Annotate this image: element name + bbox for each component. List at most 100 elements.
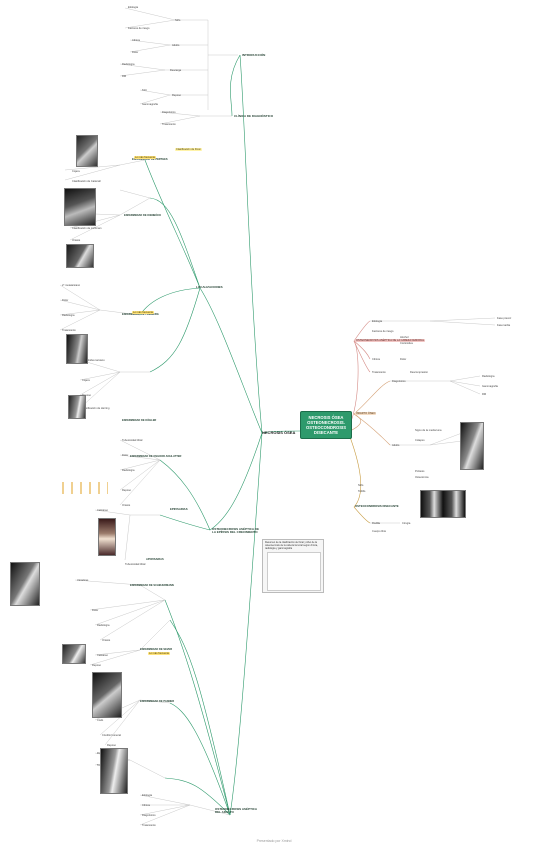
label-clinica-r[interactable]: Clínica (372, 358, 380, 361)
label-fase-tardia[interactable]: Fase tardía (497, 324, 511, 327)
label-factores[interactable]: Factores de riesgo (372, 330, 394, 333)
label-rm-l[interactable]: RM (122, 75, 127, 78)
label-gammagrafia-l[interactable]: Gammagrafía (142, 103, 158, 106)
label-cuerpo-libre[interactable]: Cuerpo libre (372, 530, 387, 533)
section-osgood[interactable]: ENFERMEDAD DE OSGOOD-SCHLATTER (130, 455, 182, 458)
section-clinica[interactable]: CLÍNICA DE DIAGNÓSTICO (234, 114, 274, 118)
label-rm[interactable]: RM (482, 393, 487, 396)
label-etiologia[interactable]: Etiología (372, 320, 383, 323)
label-apofisarias-leaf[interactable]: Tuberosidad tibial (125, 563, 146, 566)
xray-femoral (460, 422, 484, 470)
label-etiologia-l[interactable]: Etiología (128, 6, 139, 9)
section-osteonecrosis-adulto[interactable]: OSTEONECROSIS ASÉPTICA DEL ADULTO (215, 807, 257, 815)
label-nino-l[interactable]: Niño (175, 19, 181, 22)
label-nino[interactable]: Niño (358, 484, 364, 487)
classification-card: Resumen de la clasificación de Ficat y A… (262, 539, 324, 593)
label-alcohol[interactable]: Alcohol (400, 336, 409, 339)
xray-perthes (76, 135, 98, 167)
section-kienbock[interactable]: ENFERMEDAD DE KIENBÖCK (124, 214, 162, 217)
label-adulto-l[interactable]: Adulto (172, 44, 180, 47)
section-epifisarias[interactable]: EPIFISARIAS (170, 507, 188, 511)
label-calcaneo-sv[interactable]: Calcáneo (97, 654, 108, 657)
label-diagnostico-a[interactable]: Diagnóstico (142, 814, 156, 817)
label-diagnostico-l[interactable]: Diagnóstico (162, 111, 176, 114)
tag-frecuente-2: Lo más frecuente (132, 311, 155, 314)
card-text: Resumen de la clasificación de Ficat y A… (265, 541, 318, 550)
label-etiologia-a[interactable]: Etiología (142, 794, 153, 797)
section-scheuermann[interactable]: ENFERMEDAD DE SCHEUERMANN (130, 584, 174, 587)
label-ortesis-s[interactable]: Ortesis (102, 639, 111, 642)
label-ortesis-o[interactable]: Ortesis (122, 504, 131, 507)
label-cojera-k[interactable]: Cojera (82, 379, 90, 382)
label-radiologia-s[interactable]: Radiología (97, 624, 110, 627)
label-dolor-l[interactable]: Dolor (132, 51, 139, 54)
label-radiologia[interactable]: Radiología (482, 375, 495, 378)
label-cirugia[interactable]: Cirugía (402, 522, 411, 525)
label-reposo-l[interactable]: Reposo (172, 94, 181, 97)
section-osteocondrosis[interactable]: OSTEOCONDROSIS DISECANTE (355, 504, 399, 508)
label-tratamiento-a[interactable]: Tratamiento (142, 824, 156, 827)
section-apofisarias[interactable]: APOFISARIAS (146, 558, 164, 561)
label-tratamiento-f[interactable]: Tratamiento (62, 329, 76, 332)
root-label[interactable]: NECROSIS ÓSEA (262, 430, 296, 435)
label-radiologia-f[interactable]: Radiología (62, 314, 75, 317)
label-codo[interactable]: Codo (97, 719, 104, 722)
xray-kienbock (64, 188, 96, 226)
label-reposo-k[interactable]: Reposo (82, 394, 91, 397)
label-tratamiento-l[interactable]: Tratamiento (162, 123, 176, 126)
label-escafoides[interactable]: Escafoides tarsiano (82, 359, 105, 362)
label-radiologia-o[interactable]: Radiología (122, 469, 135, 472)
label-diagnostico-r[interactable]: Diagnóstico (392, 380, 406, 383)
label-signo[interactable]: Signo de la media luna (415, 429, 442, 432)
label-gammagrafia[interactable]: Gammagrafía (482, 385, 498, 388)
xray-sever (62, 644, 86, 664)
label-adulto[interactable]: Adulto (392, 444, 400, 447)
label-fase-precoz[interactable]: Fase precoz (497, 317, 512, 320)
label-vertebras[interactable]: Vértebras (77, 579, 89, 582)
tag-femoral[interactable]: OSTEONECROSIS ASÉPTICA DE LA CABEZA FEMO… (355, 339, 426, 342)
label-colapso[interactable]: Colapso (415, 439, 425, 442)
label-lichtman[interactable]: Clasificación de Lichtman (72, 227, 102, 230)
label-protesis[interactable]: Prótesis (415, 470, 425, 473)
label-calcaneo[interactable]: Calcáneo (97, 509, 108, 512)
section-sever[interactable]: ENFERMEDAD DE SEVER (140, 648, 173, 651)
label-ortesis[interactable]: Ortesis (72, 239, 81, 242)
label-capitulo[interactable]: Cóndilo humeral (102, 734, 121, 737)
label-catterall[interactable]: Clasificación de Catterall (72, 180, 101, 183)
label-clinica-a[interactable]: Clínica (142, 804, 150, 807)
xray-scheuermann (10, 562, 40, 606)
label-descarga-l[interactable]: Descarga (170, 69, 182, 72)
photo-calcaneo (98, 518, 116, 556)
label-tobillo[interactable]: Tobillo (358, 490, 366, 493)
label-dolor-o[interactable]: Dolor (122, 454, 129, 457)
tag-infarto[interactable]: INFARTO ÓSEO (355, 412, 377, 415)
section-freiberg[interactable]: ENFERMEDAD DE FREIBERG (122, 313, 159, 316)
central-topic[interactable]: NECROSIS ÓSEA OSTEONECROSIS. OSTEOCONDRO… (300, 411, 352, 439)
section-introduccion[interactable]: INTRODUCCIÓN (242, 53, 266, 57)
label-tac-l[interactable]: TAC (142, 89, 147, 92)
label-herring[interactable]: Clasificación de Herring (82, 407, 110, 410)
section-localizaciones[interactable]: LOCALIZACIONES (196, 285, 223, 289)
label-dolor-s[interactable]: Dolor (92, 609, 99, 612)
label-dolor[interactable]: Dolor (400, 358, 407, 361)
label-dolor-f[interactable]: Dolor (62, 299, 69, 302)
label-descompresion[interactable]: Descompresión (410, 371, 429, 374)
label-reposo-p[interactable]: Reposo (107, 744, 116, 747)
label-radiologia-l[interactable]: Radiología (122, 63, 135, 66)
label-reposo-sv[interactable]: Reposo (92, 664, 101, 667)
label-reposo-o[interactable]: Reposo (122, 489, 131, 492)
label-corticoides[interactable]: Corticoides (400, 342, 413, 345)
section-perthes[interactable]: ENFERMEDAD DE PERTHES (132, 158, 168, 161)
label-factores-l[interactable]: Factores de riesgo (128, 27, 150, 30)
label-rodilla[interactable]: Rodilla (372, 522, 380, 525)
label-cojera[interactable]: Cojera (72, 170, 80, 173)
tag-frecuente-1: Lo más frecuente (134, 156, 157, 159)
label-tuberosidad[interactable]: Tuberosidad tibial (122, 439, 143, 442)
label-metatarsiano[interactable]: 2º metatarsiano (62, 284, 81, 287)
section-panner[interactable]: ENFERMEDAD DE PANNER (140, 700, 175, 703)
label-clinica-l[interactable]: Clínica (132, 39, 140, 42)
label-tratamiento-r[interactable]: Tratamiento (372, 371, 386, 374)
label-osteotomia[interactable]: Osteotomía (415, 476, 429, 479)
section-osteonecrosis-epifisis[interactable]: OSTEONECROSIS ASÉPTICA DE LA EPÍFISIS DE… (212, 527, 259, 535)
section-kohler[interactable]: ENFERMEDAD DE KÖHLER (122, 419, 157, 422)
